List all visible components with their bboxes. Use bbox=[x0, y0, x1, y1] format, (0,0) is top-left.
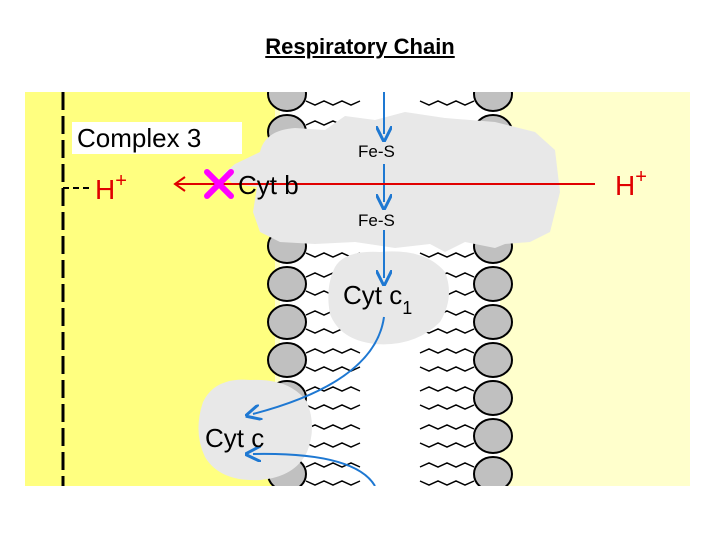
lipid-tail bbox=[419, 252, 475, 258]
lipid-tail bbox=[305, 386, 361, 392]
proton-left-label: H+ bbox=[95, 170, 127, 205]
lipid-tail bbox=[419, 366, 475, 372]
lipid-tail bbox=[305, 424, 361, 430]
lipid-tail bbox=[419, 462, 475, 468]
lipid-tail bbox=[305, 462, 361, 468]
lipid-head bbox=[473, 266, 513, 302]
lipid-head bbox=[473, 92, 513, 112]
fe-s-bottom-label: Fe-S bbox=[358, 211, 395, 230]
page-title: Respiratory Chain bbox=[265, 34, 455, 59]
lipid-head bbox=[473, 380, 513, 416]
lipid-tail bbox=[419, 404, 475, 410]
lipid-head bbox=[473, 456, 513, 486]
electron-path bbox=[253, 92, 384, 486]
lipid-head bbox=[267, 304, 307, 340]
lipid-tail bbox=[305, 404, 361, 410]
proton-right-label: H+ bbox=[615, 166, 647, 201]
cyt-c-label: Cyt c bbox=[205, 423, 264, 453]
block-mark-icon bbox=[204, 169, 234, 199]
lipid-tail bbox=[419, 100, 475, 106]
lipid-tail bbox=[419, 386, 475, 392]
lipid-tail bbox=[305, 442, 361, 448]
lipid-tail bbox=[419, 442, 475, 448]
complex-3-protein bbox=[223, 112, 560, 252]
lipid-tail bbox=[419, 480, 475, 486]
lipid-head bbox=[267, 342, 307, 378]
lipid-tail bbox=[305, 348, 361, 354]
complex-label: Complex 3 bbox=[77, 123, 201, 153]
lipid-tail bbox=[419, 424, 475, 430]
lipid-head bbox=[267, 266, 307, 302]
cyt-b-label: Cyt b bbox=[238, 170, 299, 200]
lipid-head bbox=[473, 342, 513, 378]
respiratory-chain-diagram: Complex 3 Fe-S Fe-S Cyt b H+ H+ Cyt c1 C… bbox=[25, 92, 690, 486]
lipid-tail bbox=[419, 348, 475, 354]
cyt-c1-protein bbox=[328, 251, 449, 345]
proton-arrowhead bbox=[173, 176, 186, 192]
fe-s-top-label: Fe-S bbox=[358, 142, 395, 161]
lipid-head bbox=[267, 92, 307, 112]
lipid-tail bbox=[419, 328, 475, 334]
lipid-head bbox=[473, 304, 513, 340]
lipid-head bbox=[473, 418, 513, 454]
lipid-tail bbox=[305, 480, 361, 486]
complex-label-box bbox=[72, 122, 242, 154]
cyt-c1-label: Cyt c1 bbox=[343, 280, 412, 318]
lipid-tail bbox=[305, 100, 361, 106]
